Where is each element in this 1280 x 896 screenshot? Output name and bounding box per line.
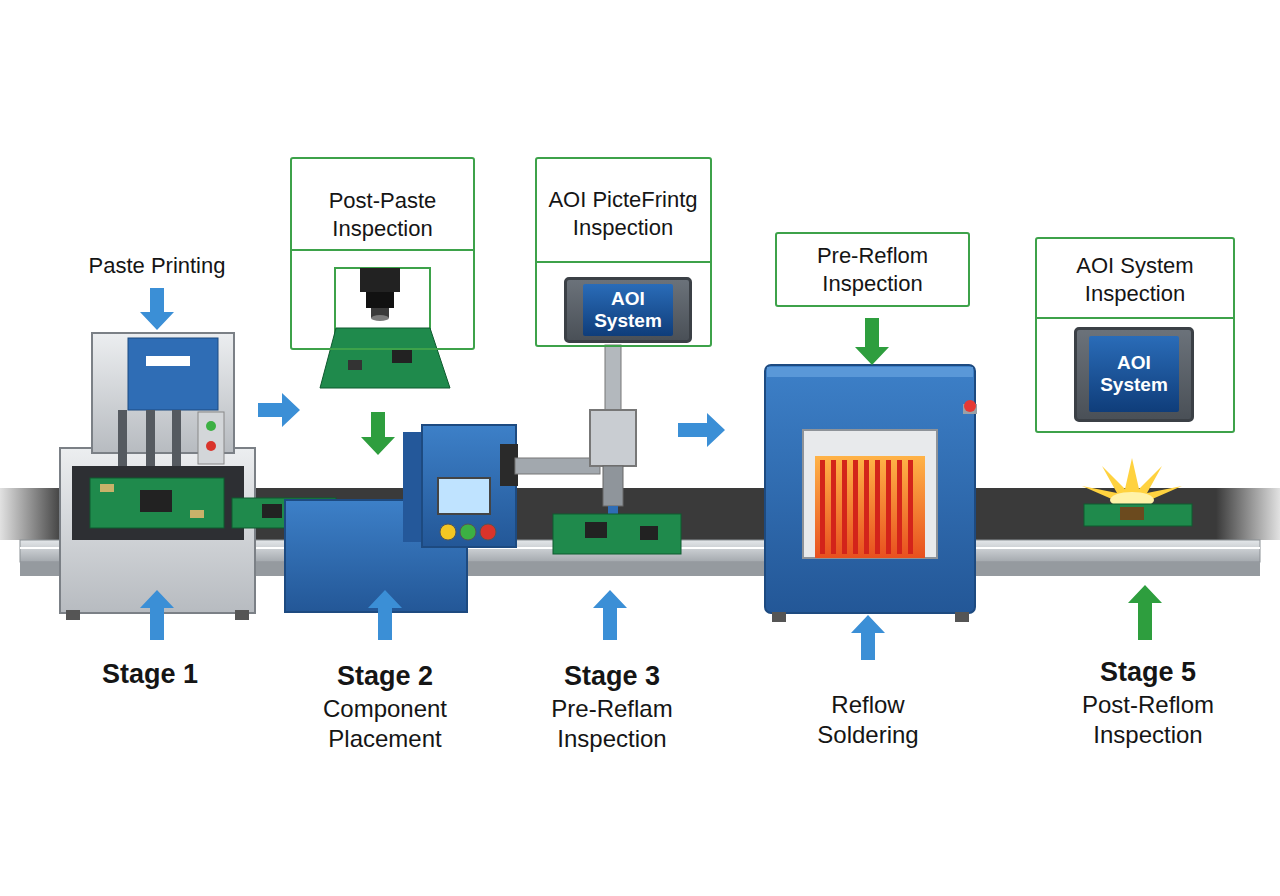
indicator-light	[206, 441, 216, 451]
gantry-arm	[515, 458, 600, 474]
button	[480, 524, 496, 540]
chip	[585, 522, 607, 538]
oven-body	[765, 365, 975, 613]
heater-element	[853, 460, 858, 554]
squeegee-post	[172, 410, 181, 466]
box-divider	[535, 261, 712, 263]
printer-slot	[72, 466, 244, 540]
stage-arrow	[593, 590, 627, 640]
placement-machine	[232, 345, 681, 612]
box-divider	[290, 249, 475, 251]
nozzle-holder	[603, 466, 623, 506]
aoi-monitor: AOI System	[564, 277, 692, 343]
stage-name: Component Placement	[300, 694, 470, 754]
camera-head	[590, 410, 636, 466]
stage-name: Reflow Soldering	[793, 690, 943, 750]
stage-name: Pre-Reflam Inspection	[527, 694, 697, 754]
inspection-box: Pre-Reflom Inspection	[775, 232, 970, 307]
box-divider	[1035, 317, 1235, 319]
chip	[392, 348, 412, 363]
printer-frame	[60, 448, 255, 613]
chip	[1120, 507, 1144, 520]
box-heading: Pre-Reflom Inspection	[787, 234, 958, 305]
heater-element	[875, 460, 880, 554]
box-heading: Post-Paste Inspection	[295, 179, 470, 251]
pcb	[553, 514, 681, 554]
stage-number: Stage 3	[532, 660, 692, 692]
aoi-monitor: AOI System	[1074, 327, 1194, 422]
machine-foot	[955, 612, 969, 622]
lens-glass	[371, 315, 389, 321]
stage-name: Post-Reflom Inspection	[1058, 690, 1238, 750]
flow-arrow	[140, 288, 174, 330]
printer-head	[128, 338, 218, 410]
sticker	[146, 356, 190, 366]
reflow-oven	[765, 365, 977, 622]
chip	[262, 504, 282, 518]
stage-number: Stage 5	[1068, 656, 1228, 688]
box-heading: AOI System Inspection	[1045, 243, 1225, 317]
button	[460, 524, 476, 540]
inspection-box: AOI System InspectionAOI System	[1035, 237, 1235, 433]
flow-arrow	[678, 413, 725, 447]
oven-highlight	[767, 367, 973, 377]
machine-foot	[772, 612, 786, 622]
pad	[100, 484, 114, 492]
box-heading: AOI PicteFrintg Inspection	[548, 165, 698, 263]
camera-stem	[605, 345, 621, 411]
paste-printer	[60, 333, 255, 620]
indicator-light	[206, 421, 216, 431]
oven-window-frame	[803, 430, 937, 558]
button	[440, 524, 456, 540]
inspection-box: Post-Paste Inspection	[290, 157, 475, 350]
machine-foot	[66, 610, 80, 620]
chip	[140, 490, 172, 512]
heater-element	[831, 460, 836, 554]
stage-number: Stage 1	[70, 658, 230, 690]
heater-element	[842, 460, 847, 554]
pcb	[90, 478, 224, 528]
pcb	[1084, 504, 1192, 526]
stage-arrow	[851, 615, 885, 660]
heater-element	[897, 460, 902, 554]
squeegee-post	[118, 410, 127, 466]
screen-text: AOI System	[583, 284, 673, 336]
flow-arrow	[258, 393, 300, 427]
emergency-button	[964, 400, 976, 412]
control-panel	[198, 412, 224, 464]
stage-number: Stage 2	[305, 660, 465, 692]
pad	[190, 510, 204, 518]
oven-chamber	[815, 456, 925, 558]
heater-element	[864, 460, 869, 554]
stage-arrow	[140, 590, 174, 640]
heater-element	[908, 460, 913, 554]
camera-body	[360, 268, 400, 292]
heater-element	[820, 460, 825, 554]
inspection-box: AOI PicteFrintg InspectionAOI System	[535, 157, 712, 347]
control-screen	[438, 478, 490, 514]
camera-barrel	[366, 292, 394, 308]
inspection-arrow	[361, 412, 395, 455]
stage-arrow	[368, 590, 402, 640]
squeegee-post	[146, 410, 155, 466]
chip	[348, 360, 362, 370]
screen-text: AOI System	[1089, 336, 1179, 412]
stage-arrow	[1128, 585, 1162, 640]
chip	[640, 526, 658, 540]
pcb	[320, 328, 450, 388]
finished-pcb	[1082, 458, 1192, 526]
heater-element	[886, 460, 891, 554]
inspection-arrow	[855, 318, 889, 365]
process-label: Paste Printing	[47, 252, 267, 280]
machine-foot	[235, 610, 249, 620]
